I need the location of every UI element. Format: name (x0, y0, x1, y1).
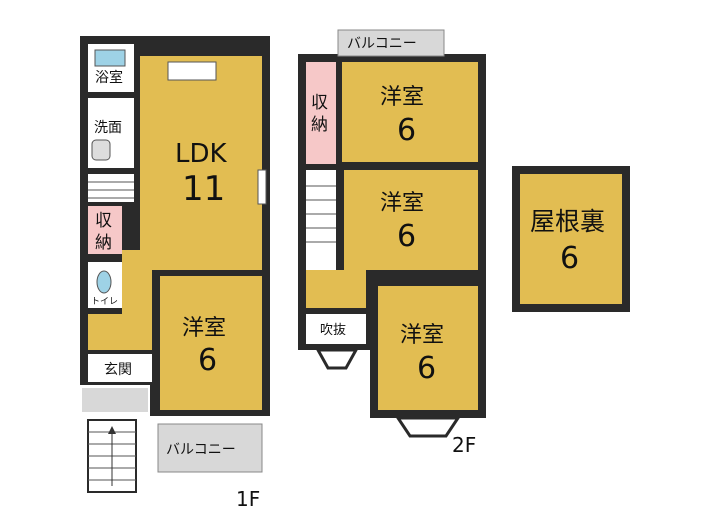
ldk-window (257, 169, 267, 205)
room-2f-middle-size-label: 6 (397, 219, 416, 254)
western-room-2f-middle (344, 170, 478, 270)
stairs-2f (306, 170, 336, 270)
storage-2f (306, 62, 336, 164)
western-1f-name-label: 洋室 (182, 316, 226, 341)
entry-steps (82, 388, 148, 412)
entrance-label: 玄関 (104, 361, 132, 378)
outdoor-stairs (87, 419, 137, 493)
attic-room (520, 174, 622, 304)
toilet-icon (96, 270, 112, 294)
void-area (306, 314, 366, 344)
room-2f-middle-name-label: 洋室 (380, 191, 424, 216)
bathtub-icon (94, 49, 126, 67)
storage-2f-label-1: 収 (311, 93, 328, 113)
attic (512, 166, 630, 312)
bottom-bay-window (395, 416, 461, 438)
kitchen-counter (167, 61, 217, 81)
stairs-1f (88, 174, 134, 202)
floor-2-label: 2F (452, 433, 476, 457)
bath-label: 浴室 (95, 69, 123, 86)
entrance (88, 354, 152, 382)
balcony-2f (337, 29, 445, 57)
western-room-1f (160, 276, 262, 410)
toilet-label: トイレ (91, 297, 118, 307)
hall-2f (306, 270, 366, 308)
floor-1 (80, 36, 270, 493)
floor-1-label: 1F (236, 487, 260, 511)
balcony-1f-label: バルコニー (166, 442, 236, 458)
void-bay-window (315, 348, 359, 370)
ldk-room (140, 56, 262, 270)
hall-1f (88, 314, 152, 350)
void-label: 吹抜 (320, 322, 346, 338)
western-room-2f-top (342, 62, 478, 162)
ldk-name-label: LDK (175, 139, 228, 169)
western-room-2f-bottom (378, 286, 478, 410)
attic-size-label: 6 (560, 241, 579, 276)
room-2f-bottom-size-label: 6 (417, 351, 436, 386)
room-2f-top-size-label: 6 (397, 113, 416, 148)
balcony-1f (157, 423, 263, 473)
storage-1f-label-1: 収 (95, 211, 112, 231)
storage-1f (88, 206, 122, 254)
storage-1f-label-2: 納 (95, 233, 112, 253)
sink-icon (91, 139, 111, 161)
room-2f-bottom-name-label: 洋室 (400, 323, 444, 348)
balcony-2f-label: バルコニー (347, 36, 417, 52)
room-2f-top-name-label: 洋室 (380, 85, 424, 110)
western-1f-size-label: 6 (198, 343, 217, 378)
storage-2f-label-2: 納 (311, 115, 328, 135)
washroom-label: 洗面 (94, 120, 122, 136)
floor-2 (298, 29, 486, 438)
ldk-size-label: 11 (182, 169, 225, 209)
attic-name-label: 屋根裏 (530, 207, 605, 236)
